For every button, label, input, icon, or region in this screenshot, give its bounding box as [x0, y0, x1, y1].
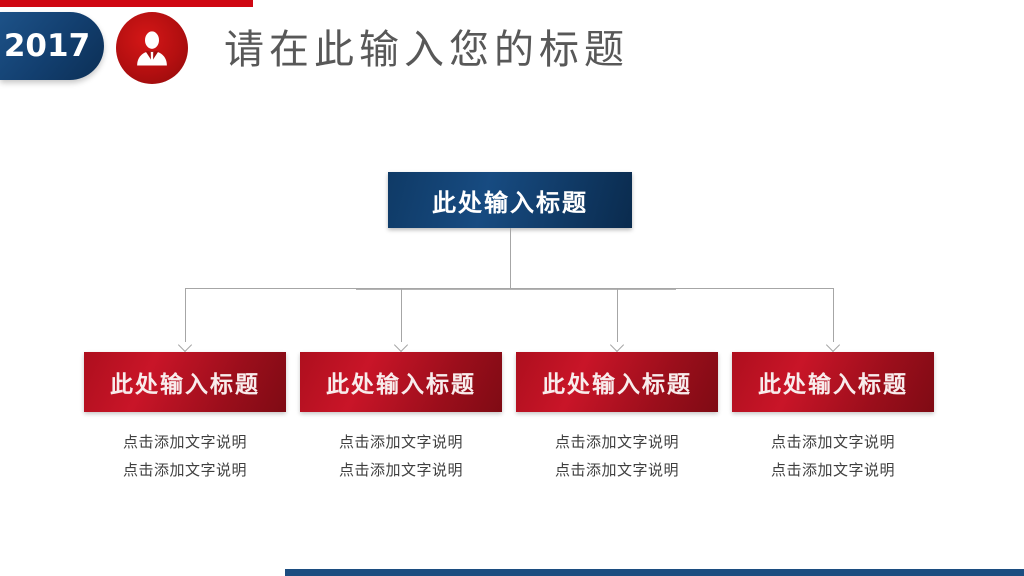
- connector-horizontal: [185, 288, 834, 289]
- caption-line[interactable]: 点击添加文字说明: [770, 461, 895, 479]
- person-icon: [137, 31, 167, 66]
- top-accent-bar: [0, 0, 253, 7]
- connector-drop-3: [617, 288, 618, 342]
- branch-node-label: 此处输入标题: [758, 372, 908, 398]
- branch-captions: 点击添加文字说明 点击添加文字说明: [732, 428, 934, 484]
- caption-line[interactable]: 点击添加文字说明: [338, 433, 463, 451]
- caption-line[interactable]: 点击添加文字说明: [554, 433, 679, 451]
- root-node[interactable]: 此处输入标题: [388, 172, 632, 228]
- bottom-accent-bar: [285, 569, 1024, 576]
- person-badge: [116, 12, 188, 84]
- branch-captions: 点击添加文字说明 点击添加文字说明: [300, 428, 502, 484]
- branch-column-1: 此处输入标题 点击添加文字说明 点击添加文字说明: [84, 352, 286, 484]
- branch-node[interactable]: 此处输入标题: [732, 352, 934, 412]
- caption-line[interactable]: 点击添加文字说明: [770, 433, 895, 451]
- caption-line[interactable]: 点击添加文字说明: [554, 461, 679, 479]
- branch-node[interactable]: 此处输入标题: [516, 352, 718, 412]
- connector-drop-1: [185, 288, 186, 342]
- branch-captions: 点击添加文字说明 点击添加文字说明: [84, 428, 286, 484]
- branch-node-label: 此处输入标题: [542, 372, 692, 398]
- connector-horizontal-overlap: [356, 289, 676, 290]
- year-badge-label: 2017: [3, 28, 91, 64]
- caption-line[interactable]: 点击添加文字说明: [338, 461, 463, 479]
- branch-node[interactable]: 此处输入标题: [300, 352, 502, 412]
- branch-column-4: 此处输入标题 点击添加文字说明 点击添加文字说明: [732, 352, 934, 484]
- year-badge: 2017: [0, 12, 104, 80]
- root-node-label: 此处输入标题: [432, 188, 588, 217]
- arrow-down-icon: [609, 337, 625, 353]
- caption-line[interactable]: 点击添加文字说明: [122, 461, 247, 479]
- arrow-down-icon: [825, 337, 841, 353]
- branch-node-label: 此处输入标题: [110, 372, 260, 398]
- arrow-down-icon: [177, 337, 193, 353]
- slide-title-placeholder[interactable]: 请在此输入您的标题: [224, 27, 629, 73]
- caption-line[interactable]: 点击添加文字说明: [122, 433, 247, 451]
- branch-captions: 点击添加文字说明 点击添加文字说明: [516, 428, 718, 484]
- branch-node[interactable]: 此处输入标题: [84, 352, 286, 412]
- branch-node-label: 此处输入标题: [326, 372, 476, 398]
- arrow-down-icon: [393, 337, 409, 353]
- connector-drop-4: [833, 288, 834, 342]
- branch-column-3: 此处输入标题 点击添加文字说明 点击添加文字说明: [516, 352, 718, 484]
- connector-drop-2: [401, 288, 402, 342]
- connector-root-vertical: [510, 228, 511, 289]
- branch-column-2: 此处输入标题 点击添加文字说明 点击添加文字说明: [300, 352, 502, 484]
